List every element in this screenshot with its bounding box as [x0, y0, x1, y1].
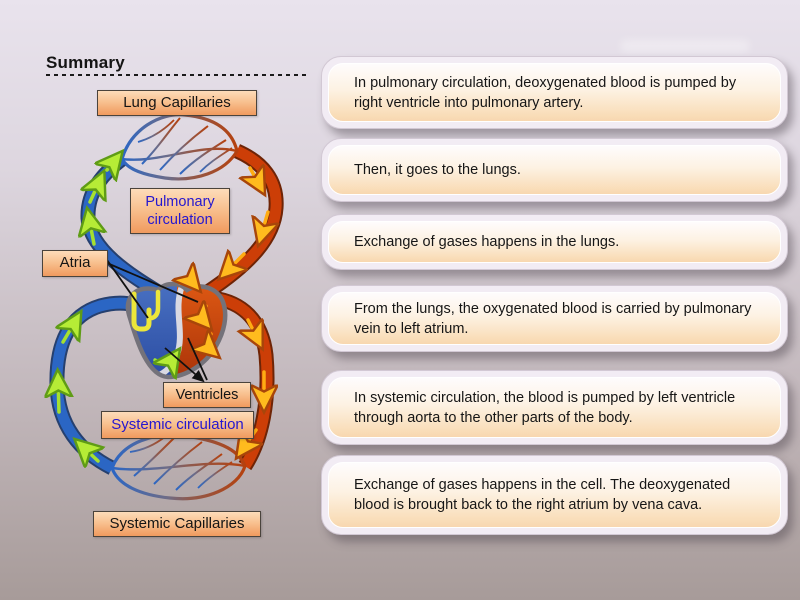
- heart-flow-arrows: [131, 280, 212, 363]
- summary-box-3-inner: Exchange of gases happens in the lungs.: [328, 221, 781, 263]
- summary-box-2: Then, it goes to the lungs.: [321, 138, 788, 202]
- heart: [125, 278, 228, 383]
- background-gloss: [620, 40, 750, 52]
- summary-box-1: In pulmonary circulation, deoxygenated b…: [321, 56, 788, 129]
- atria-pointer-lines: [106, 259, 199, 319]
- summary-box-3-text: Exchange of gases happens in the lungs.: [354, 234, 620, 250]
- ventricles-pointer-lines: [164, 337, 208, 383]
- circulation-diagram: [10, 113, 284, 501]
- label-systemic-circulation: Systemic circulation: [101, 411, 254, 439]
- summary-box-1-text: In pulmonary circulation, deoxygenated b…: [354, 74, 737, 111]
- summary-box-5-inner: In systemic circulation, the blood is pu…: [328, 377, 781, 438]
- summary-box-5-text: In systemic circulation, the blood is pu…: [354, 389, 736, 426]
- label-pulmonary-circulation: Pulmonary circulation: [130, 188, 230, 234]
- summary-box-4-text: From the lungs, the oxygenated blood is …: [354, 300, 752, 337]
- summary-box-4-inner: From the lungs, the oxygenated blood is …: [328, 292, 781, 345]
- summary-box-6-text: Exchange of gases happens in the cell. T…: [354, 477, 731, 513]
- summary-box-6: Exchange of gases happens in the cell. T…: [321, 455, 788, 535]
- summary-box-6-inner: Exchange of gases happens in the cell. T…: [328, 462, 781, 528]
- label-ventricles: Ventricles: [163, 382, 251, 408]
- summary-box-5: In systemic circulation, the blood is pu…: [321, 370, 788, 445]
- label-lung-capillaries: Lung Capillaries: [97, 90, 257, 116]
- page-title: Summary: [46, 53, 125, 72]
- title-dashed-underline: [46, 74, 308, 76]
- summary-box-1-inner: In pulmonary circulation, deoxygenated b…: [328, 63, 781, 122]
- lung-capillary-network: [120, 113, 239, 181]
- systemic-capillary-network: [110, 433, 247, 501]
- summary-box-3: Exchange of gases happens in the lungs.: [321, 214, 788, 270]
- artery-flow-arrows: [226, 168, 268, 450]
- vein-flow-arrows: [58, 159, 116, 461]
- label-atria: Atria: [42, 250, 108, 277]
- summary-box-4: From the lungs, the oxygenated blood is …: [321, 285, 788, 352]
- summary-box-2-inner: Then, it goes to the lungs.: [328, 145, 781, 195]
- summary-box-2-text: Then, it goes to the lungs.: [354, 162, 521, 178]
- label-systemic-capillaries: Systemic Capillaries: [93, 511, 261, 537]
